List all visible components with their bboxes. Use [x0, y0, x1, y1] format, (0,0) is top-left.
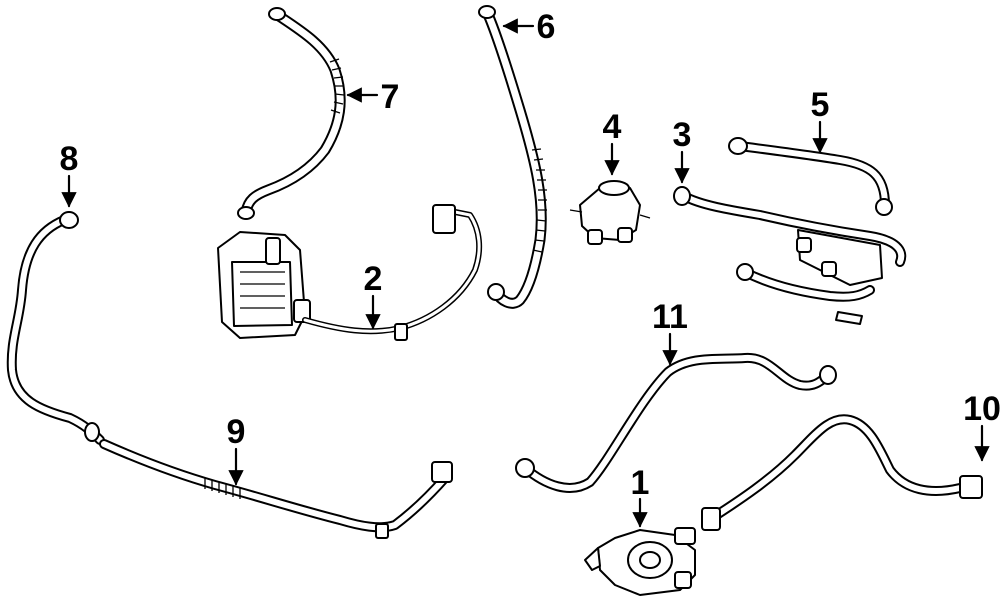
- callout-2: 2: [364, 260, 383, 330]
- callout-1-label: 1: [631, 464, 650, 502]
- part-2-canister: [217, 204, 483, 341]
- callout-9-label: 9: [227, 413, 246, 451]
- part-6-hose: [478, 5, 547, 309]
- callout-4-label: 4: [603, 108, 622, 146]
- callout-10-label: 10: [963, 390, 1000, 428]
- callout-10: 10: [963, 390, 1000, 462]
- callout-6-label: 6: [537, 8, 556, 46]
- callout-3: 3: [673, 116, 692, 184]
- callout-1: 1: [631, 464, 650, 528]
- callout-8: 8: [60, 140, 79, 208]
- part-11-hose: [515, 352, 837, 493]
- part-10-hose: [701, 414, 983, 531]
- part-3-hose: [673, 186, 907, 325]
- part-1-pump: [584, 527, 696, 596]
- part-5-hose: [728, 137, 893, 216]
- callout-4: 4: [603, 108, 622, 176]
- part-7-hose: [237, 7, 346, 220]
- callout-2-label: 2: [364, 260, 383, 298]
- callout-9: 9: [227, 413, 246, 486]
- callout-7-label: 7: [381, 78, 400, 116]
- callout-6: 6: [502, 8, 556, 46]
- callout-7: 7: [346, 78, 400, 116]
- callout-5: 5: [811, 86, 830, 154]
- callout-8-label: 8: [60, 140, 79, 178]
- callout-11-label: 11: [652, 298, 688, 336]
- callout-11: 11: [652, 298, 688, 366]
- callout-5-label: 5: [811, 86, 830, 124]
- callout-3-label: 3: [673, 116, 692, 154]
- part-4-valve: [569, 180, 651, 245]
- part-9-hose: [6, 211, 453, 539]
